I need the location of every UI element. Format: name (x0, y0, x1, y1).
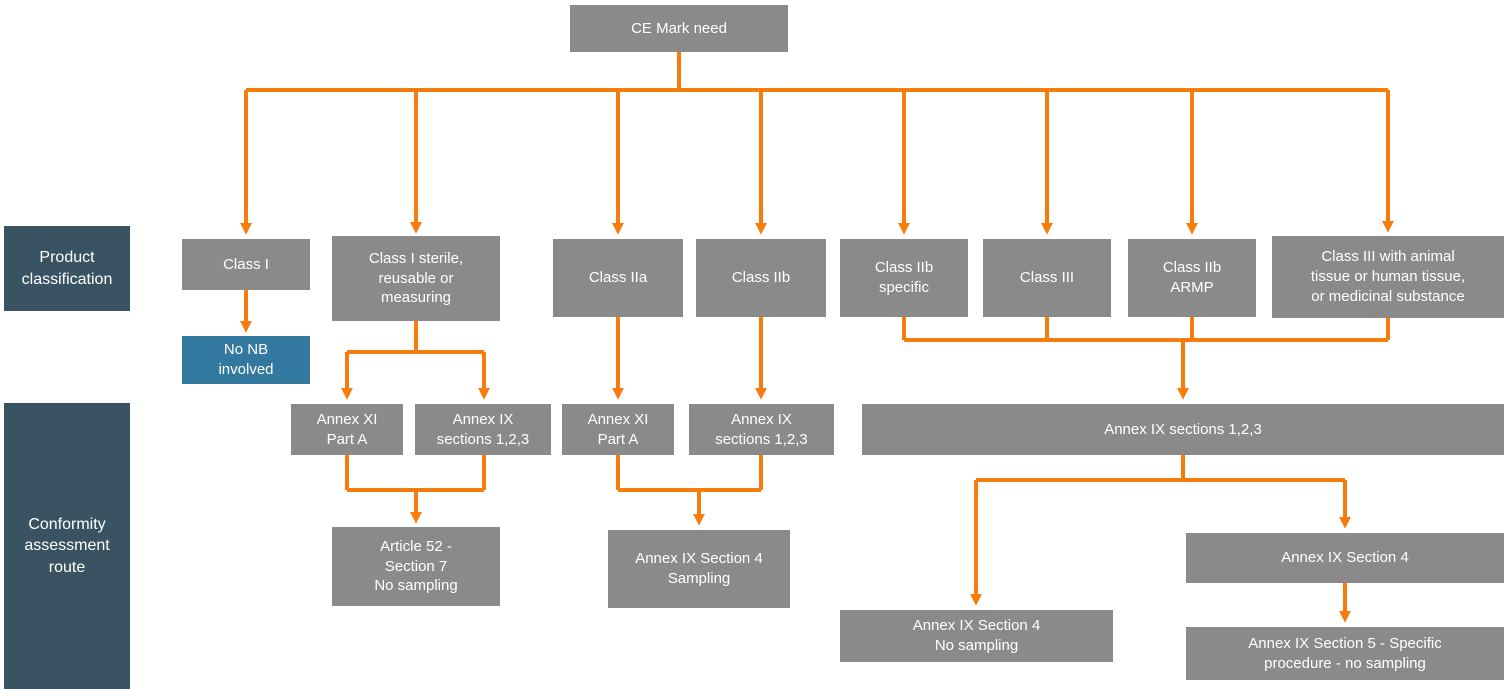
node-annex-ix-section-4-no-sampling: Annex IX Section 4 No sampling (840, 610, 1113, 662)
node-article-52-section-7: Article 52 - Section 7 No sampling (332, 527, 500, 606)
node-class-i: Class I (182, 239, 310, 290)
side-label-conformity-assessment-route: Conformity assessment route (4, 403, 130, 689)
node-ce-mark-need: CE Mark need (570, 5, 788, 52)
node-annex-ix-sections-123-2: Annex IX sections 1,2,3 (689, 404, 834, 455)
node-annex-ix-sections-123-1: Annex IX sections 1,2,3 (415, 404, 551, 455)
node-class-iii-tissue: Class III with animal tissue or human ti… (1272, 236, 1504, 318)
node-class-iii: Class III (983, 239, 1111, 317)
node-annex-ix-section-5-specific: Annex IX Section 5 - Specific procedure … (1186, 627, 1504, 680)
node-class-i-sterile: Class I sterile, reusable or measuring (332, 236, 500, 321)
node-annex-xi-part-a-1: Annex XI Part A (291, 404, 403, 455)
node-class-iib-specific: Class IIb specific (840, 239, 968, 317)
side-label-product-classification: Product classification (4, 226, 130, 311)
node-no-nb-involved: No NB involved (182, 336, 310, 384)
node-annex-ix-section-4-sampling: Annex IX Section 4 Sampling (608, 530, 790, 608)
node-class-iib: Class IIb (696, 239, 826, 317)
node-class-iib-armp: Class IIb ARMP (1128, 239, 1256, 317)
node-annex-ix-section-4: Annex IX Section 4 (1186, 533, 1504, 583)
node-annex-ix-sections-123-wide: Annex IX sections 1,2,3 (862, 404, 1504, 455)
node-class-iia: Class IIa (553, 239, 683, 317)
node-annex-xi-part-a-2: Annex XI Part A (562, 404, 674, 455)
